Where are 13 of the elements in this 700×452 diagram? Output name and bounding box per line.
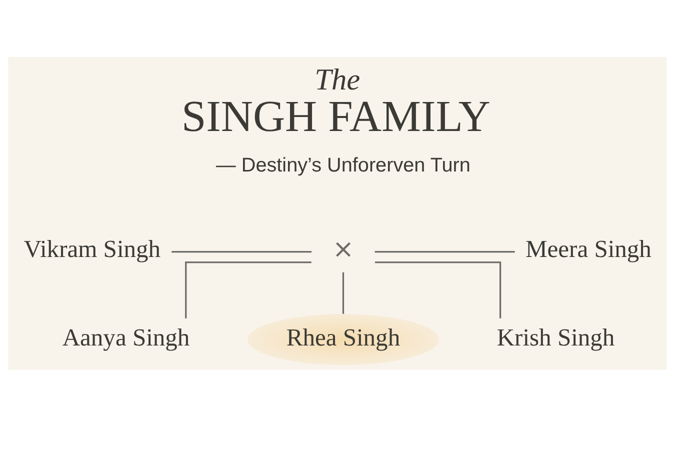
- connector: [342, 272, 344, 314]
- node-text: Meera Singh: [525, 236, 652, 264]
- connector: [172, 251, 312, 253]
- node-text: Aanya Singh: [62, 324, 190, 352]
- label: — Destiny’s Unforerven Turn: [216, 154, 470, 177]
- node-text: Krish Singh: [496, 324, 615, 352]
- node-text: ×: [332, 234, 354, 264]
- node-ellipse: Rhea Singh: [247, 314, 440, 365]
- node-text: Vikram Singh: [24, 236, 161, 264]
- connector: [374, 251, 515, 253]
- connector: [375, 262, 502, 318]
- connector: [185, 262, 312, 318]
- diagram-title: The SINGH FAMILY: [181, 62, 490, 142]
